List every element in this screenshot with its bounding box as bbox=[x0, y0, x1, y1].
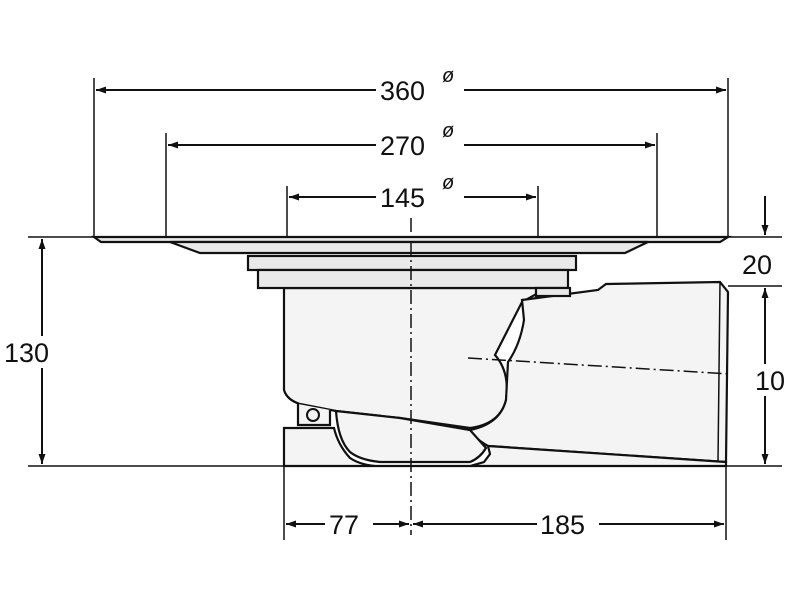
dim-total-height-value: 130 bbox=[4, 338, 49, 368]
diameter-symbol: ø bbox=[442, 65, 454, 87]
dim-label-bg bbox=[2, 336, 72, 368]
drain-body bbox=[282, 280, 730, 468]
dim-label-bg bbox=[537, 508, 599, 540]
dim-label-bg bbox=[376, 129, 464, 159]
dim-outlet-height-value: 10 bbox=[755, 366, 785, 396]
dim-label-bg bbox=[376, 74, 464, 104]
diameter-symbol: ø bbox=[442, 120, 454, 142]
dim-label-bg bbox=[748, 364, 796, 396]
dim-label-bg bbox=[376, 181, 464, 211]
dim-label-bg bbox=[325, 508, 373, 540]
dim-outlet-length-value: 185 bbox=[540, 510, 585, 540]
diameter-symbol: ø bbox=[442, 172, 454, 194]
dim-flange-diameter-value: 360 bbox=[380, 76, 425, 106]
extension-lines bbox=[28, 78, 782, 540]
dim-middle-diameter-value: 270 bbox=[380, 131, 425, 161]
dim-body-diameter-value: 145 bbox=[380, 183, 425, 213]
dim-left-offset-value: 77 bbox=[329, 510, 359, 540]
dim-flange-height-value: 20 bbox=[742, 250, 772, 280]
drain-flange bbox=[90, 235, 732, 298]
outlet-center-axis bbox=[467, 357, 731, 375]
